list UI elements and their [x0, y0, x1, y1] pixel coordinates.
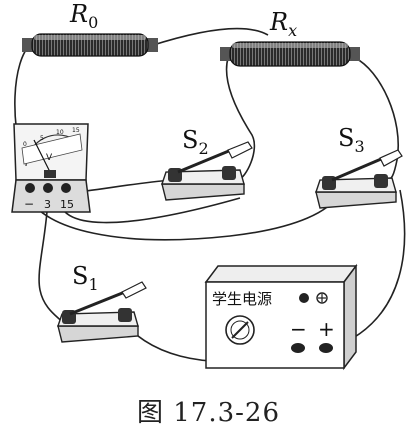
r0-label: R0 [69, 0, 98, 32]
power-indicator-icon [299, 293, 309, 303]
voltmeter[interactable]: 0 5 10 15 V − 3 15 [11, 123, 91, 213]
voltmeter-needle [33, 139, 51, 173]
power-terminal-minus[interactable] [291, 343, 305, 353]
voltmeter-scale-15: 15 [72, 127, 80, 134]
rx-label: Rx [269, 8, 297, 40]
voltmeter-terminal-minus[interactable] [25, 183, 35, 193]
s2-label: S2 [182, 126, 209, 158]
voltmeter-scale-0: 0 [23, 141, 27, 148]
power-terminal-plus[interactable] [319, 343, 333, 353]
power-supply[interactable]: 学生电源 − + [204, 263, 358, 371]
voltmeter-scale-10: 10 [56, 129, 64, 136]
voltmeter-terminal-15-label: 15 [60, 198, 74, 211]
switch-s1[interactable]: S1 [57, 262, 147, 343]
power-plus-label: + [318, 317, 335, 341]
power-supply-title: 学生电源 [212, 290, 272, 308]
resistor-r0[interactable]: R0 [22, 0, 158, 57]
voltmeter-unit-label: V [46, 153, 53, 163]
voltmeter-scale-5: 5 [40, 135, 44, 142]
switch-s3[interactable]: S3 [315, 124, 403, 209]
power-minus-label: − [290, 317, 307, 341]
voltmeter-terminal-minus-label: − [24, 197, 34, 211]
s3-label: S3 [338, 124, 365, 156]
resistor-rx[interactable]: Rx [220, 8, 360, 67]
s1-label: S1 [72, 262, 99, 294]
voltmeter-terminal-15[interactable] [61, 183, 71, 193]
voltmeter-terminal-3-label: 3 [44, 198, 51, 211]
switch-s2[interactable]: S2 [161, 126, 253, 201]
figure-caption: 图 17.3-26 [136, 398, 281, 428]
voltmeter-terminal-3[interactable] [43, 183, 53, 193]
